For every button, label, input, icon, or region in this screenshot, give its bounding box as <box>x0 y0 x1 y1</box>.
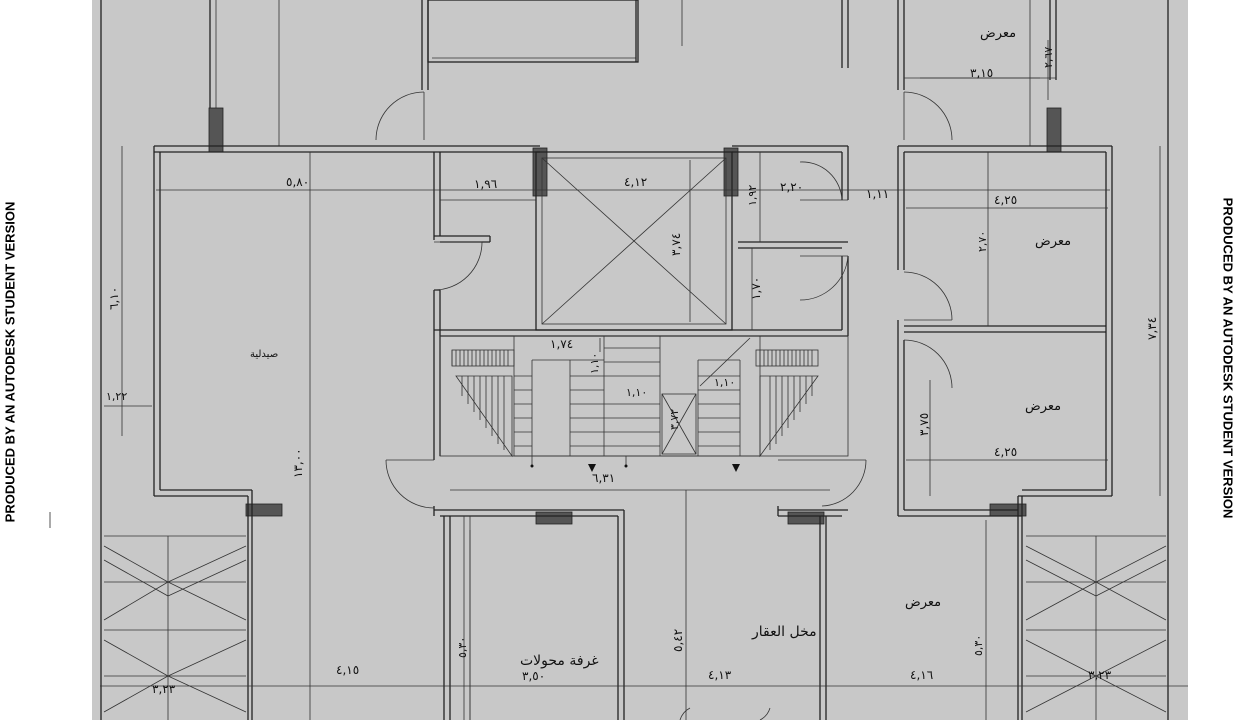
dim-315: ٣,١٥ <box>970 66 993 80</box>
dim-170: ١,٧٠ <box>749 277 763 300</box>
parking-ramp-left <box>103 535 247 720</box>
room-label-transformer-room: غرفة محولات <box>520 653 599 669</box>
top-door-left <box>375 91 425 141</box>
top-walls <box>209 0 1057 146</box>
room-label-showroom-top-right: معرض <box>980 26 1016 41</box>
doors <box>385 161 953 720</box>
dim-375: ٣,٧٥ <box>917 413 931 436</box>
right-margin <box>1188 0 1240 720</box>
dim-196: ١,٩٦ <box>474 177 497 191</box>
dim-192: ١,٩٢ <box>746 185 759 206</box>
dim-631: ٦,٣١ <box>592 471 615 485</box>
room-label-building-entrance: مخل العقار <box>751 624 817 640</box>
dim-412: ٤,١٢ <box>624 175 647 189</box>
room-label-showroom-bottom: معرض <box>905 595 941 610</box>
dim-530-right: ٥,٣٠ <box>972 635 985 656</box>
dim-323-left: ٣,٢٣ <box>152 682 176 696</box>
dim-734: ٧,٣٤ <box>1145 317 1159 340</box>
dim-416: ٤,١٦ <box>910 668 933 682</box>
dim-323-right: ٣,٢٣ <box>1088 668 1112 682</box>
dim-110a: ١,١٠ <box>588 353 601 374</box>
dim-122: ١,٢٢ <box>106 390 127 403</box>
dim-110b: ١,١٠ <box>626 386 647 399</box>
dim-425-top: ٤,٢٥ <box>994 193 1017 207</box>
dim-111: ١,١١ <box>866 187 889 201</box>
left-margin <box>0 0 92 720</box>
dim-220: ٢,٢٠ <box>780 180 803 194</box>
dim-110c: ١,١٠ <box>714 376 735 389</box>
dim-372: ٣,٧٢ <box>668 409 681 430</box>
dim-610: ٦,١٠ <box>107 287 121 310</box>
dimension-lines <box>100 40 1188 720</box>
dim-350: ٣,٥٠ <box>522 669 545 683</box>
drawing-sheet-background <box>92 0 1188 720</box>
dim-425-bottom: ٤,٢٥ <box>994 445 1017 459</box>
dim-1300: ١٣,٠٠ <box>291 448 305 478</box>
dim-530-left: ٥,٣٠ <box>456 637 469 658</box>
room-label-pharmacy: صيدلية <box>250 349 278 360</box>
dim-542: ٥,٤٢ <box>671 629 685 652</box>
dim-415: ٤,١٥ <box>336 663 359 677</box>
outer-frame <box>100 0 1169 720</box>
dim-174: ١,٧٤ <box>550 337 573 351</box>
dim-270: ٢,٧٠ <box>976 231 989 252</box>
staircase <box>439 335 849 472</box>
room-label-showroom-right-2: معرض <box>1025 399 1061 414</box>
dim-413: ٤,١٣ <box>708 668 732 682</box>
dim-267: ٢,٦٧ <box>1042 47 1055 68</box>
parking-ramp-right <box>1025 535 1167 720</box>
top-door-right <box>903 91 953 141</box>
dim-374: ٣,٧٤ <box>669 233 683 256</box>
room-label-showroom-right-1: معرض <box>1035 234 1071 249</box>
dim-580: ٥,٨٠ <box>286 175 309 189</box>
